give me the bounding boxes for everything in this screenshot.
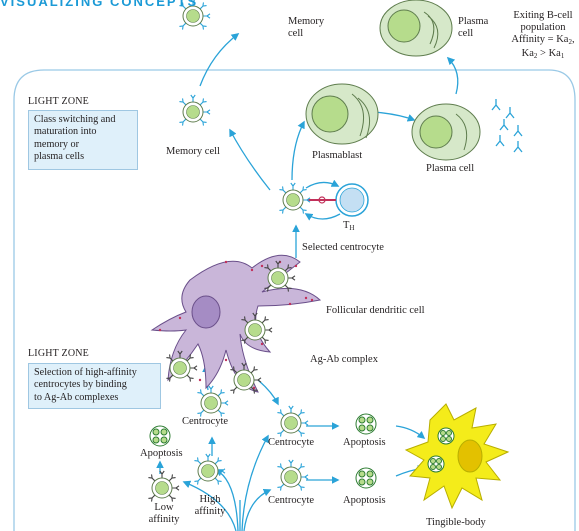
label-th: TH (343, 220, 354, 234)
exiting-line-2: population (520, 22, 566, 33)
arrow-fan-4 (182, 480, 237, 531)
label-plasma-cell-top-line-1: Plasma (458, 16, 489, 27)
arrow-plasma-to-exit (446, 56, 459, 95)
secreted-antibodies (491, 99, 523, 153)
high-affinity-cell (194, 453, 226, 485)
label-follicular-dendritic-cell: Follicular dendritic cell (326, 305, 425, 316)
light-zone-1-line-3: memory or (34, 138, 79, 150)
apoptotic-bodies (149, 413, 455, 489)
fdc-bound-centrocyte-1 (264, 260, 296, 292)
label-memory-cell-top: Memory cell (288, 16, 324, 40)
arrow-centrocyte-to-plasmablast (291, 120, 305, 181)
plasma-cell-right (411, 103, 481, 161)
label-low-affinity-line-1: Low (154, 502, 174, 513)
apoptotic-body-1 (355, 413, 377, 435)
light-zone-title-1: LIGHT ZONE (28, 96, 89, 107)
label-th-text: T (343, 220, 350, 231)
apoptotic-body-left (149, 425, 171, 447)
arrow-centrocyte-to-memory (229, 128, 271, 191)
fdc-nucleus (191, 295, 221, 329)
section-header: VISUALIZING CONCEPTS (0, 0, 199, 9)
arrow-th-2 (304, 213, 341, 221)
fdc-bound-centrocyte-4 (230, 362, 262, 394)
light-zone-box-1: Class switching and maturation into memo… (28, 110, 138, 170)
arrow-memory-to-exit (199, 33, 240, 87)
centrocyte-mid-1 (277, 405, 309, 437)
label-plasmablast: Plasmablast (312, 150, 363, 161)
light-zone-boundary (13, 69, 576, 531)
exiting-affinity-text: Affinity = Ka (511, 34, 569, 45)
light-zone-box-2: Selection of high-affinity centrocytes b… (28, 363, 161, 409)
plasmablast-cell (305, 83, 379, 145)
low-affinity-cell (148, 470, 180, 502)
fdc-bound-centrocyte-2 (241, 312, 273, 344)
label-high-affinity-line-1: High (199, 494, 221, 505)
arrow-th-1 (305, 179, 340, 189)
label-plasma-cell-top: Plasma cell (458, 16, 488, 40)
plasma-cell-top (379, 0, 453, 57)
arrow-fan-3 (214, 469, 239, 531)
exiting-line-3: Affinity = Ka2, (505, 34, 579, 48)
label-centrocyte-mid-1: Centrocyte (268, 437, 315, 448)
centrocyte-mid-2 (277, 459, 309, 491)
light-zone-1-line-2: maturation into (34, 126, 97, 138)
light-zone-2-line-3: to Ag-Ab complexes (34, 391, 119, 403)
exiting-ka-op: > Ka (537, 48, 561, 59)
exiting-affinity-comma: , (571, 34, 575, 45)
engulfed-bodies (427, 427, 455, 473)
macrophage-nucleus (457, 439, 483, 473)
exiting-ka-b-sub: 1 (560, 52, 565, 60)
arrow-fan-1 (241, 434, 269, 531)
arrow-fan-2 (243, 489, 272, 531)
label-memory-cell-top-line-1: Memory (288, 16, 325, 27)
centrocyte-left (197, 385, 229, 417)
apoptotic-body-2 (355, 467, 377, 489)
tingible-body-macrophage (404, 403, 510, 510)
arrow-plasmablast-to-plasma (373, 111, 416, 122)
light-zone-2-line-1: Selection of high-affinity (34, 367, 137, 378)
light-zone-1-line-4: plasma cells (34, 151, 85, 163)
label-th-sub: H (349, 224, 355, 232)
label-plasma-cell-top-line-2: cell (458, 28, 474, 39)
label-centrocyte-mid-2: Centrocyte (268, 495, 315, 506)
label-low-affinity: Low affinity (144, 502, 184, 526)
label-plasma-cell: Plasma cell (426, 163, 475, 174)
exiting-affinity-sub: 2 (568, 38, 572, 46)
light-zone-title-2: LIGHT ZONE (28, 348, 89, 359)
exiting-ka-a: Ka (521, 48, 534, 59)
fdc-bound-centrocyte-3 (166, 350, 198, 382)
label-apoptosis-left: Apoptosis (140, 448, 183, 459)
b-cells (148, 0, 311, 502)
label-exiting-population: Exiting B-cell population Affinity = Ka2… (505, 10, 579, 62)
label-ag-ab-complex: Ag-Ab complex (310, 354, 378, 365)
label-memory-cell: Memory cell (166, 146, 220, 157)
exiting-line-1: Exiting B-cell (513, 10, 573, 21)
label-high-affinity: High affinity (192, 494, 228, 518)
label-low-affinity-line-2: affinity (148, 514, 180, 525)
arrow-fdc-to-right (257, 379, 279, 406)
memory-cell (179, 94, 211, 126)
light-zone-2-line-2: centrocytes by binding (34, 379, 127, 391)
label-centrocyte-left: Centrocyte (182, 416, 229, 427)
light-zone-1-line-1: Class switching and (34, 114, 116, 125)
label-apoptosis-1: Apoptosis (343, 437, 386, 448)
memory-cell-top (179, 0, 211, 30)
label-memory-cell-top-line-2: cell (288, 28, 304, 39)
th-nucleus (339, 187, 365, 213)
exiting-line-4: Ka2 > Ka1 (505, 48, 579, 62)
label-tingible-body: Tingible-body (426, 517, 486, 528)
arrow-apoptosis1-to-macrophage (395, 425, 426, 439)
exiting-ka-a-sub: 2 (533, 52, 538, 60)
label-selected-centrocyte: Selected centrocyte (302, 242, 384, 253)
selected-centrocyte (279, 182, 311, 214)
label-apoptosis-2: Apoptosis (343, 495, 386, 506)
label-high-affinity-line-2: affinity (194, 506, 226, 517)
